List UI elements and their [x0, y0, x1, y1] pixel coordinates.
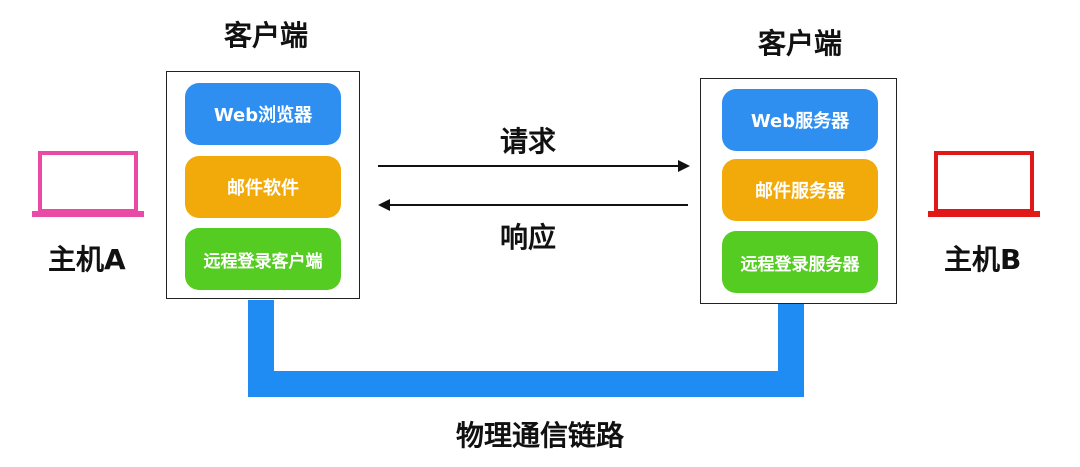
client-left-box: Web浏览器 邮件软件 远程登录客户端	[166, 71, 360, 299]
client-right-title: 客户端	[757, 27, 842, 60]
physical-link-label: 物理通信链路	[455, 419, 624, 452]
mail-software-pill: 邮件软件	[185, 156, 341, 218]
mail-server-pill: 邮件服务器	[722, 159, 878, 221]
web-browser-pill: Web浏览器	[185, 83, 341, 145]
client-left-title: 客户端	[223, 19, 308, 52]
request-label: 请求	[500, 125, 557, 158]
web-server-pill: Web服务器	[722, 89, 878, 151]
host-b-label: 主机B	[944, 243, 1022, 276]
remote-login-server-pill: 远程登录服务器	[722, 231, 878, 293]
client-right-box: Web服务器 邮件服务器 远程登录服务器	[700, 78, 897, 304]
response-label: 响应	[500, 221, 557, 254]
host-a-label: 主机A	[48, 243, 126, 276]
remote-login-client-pill: 远程登录客户端	[185, 228, 341, 290]
